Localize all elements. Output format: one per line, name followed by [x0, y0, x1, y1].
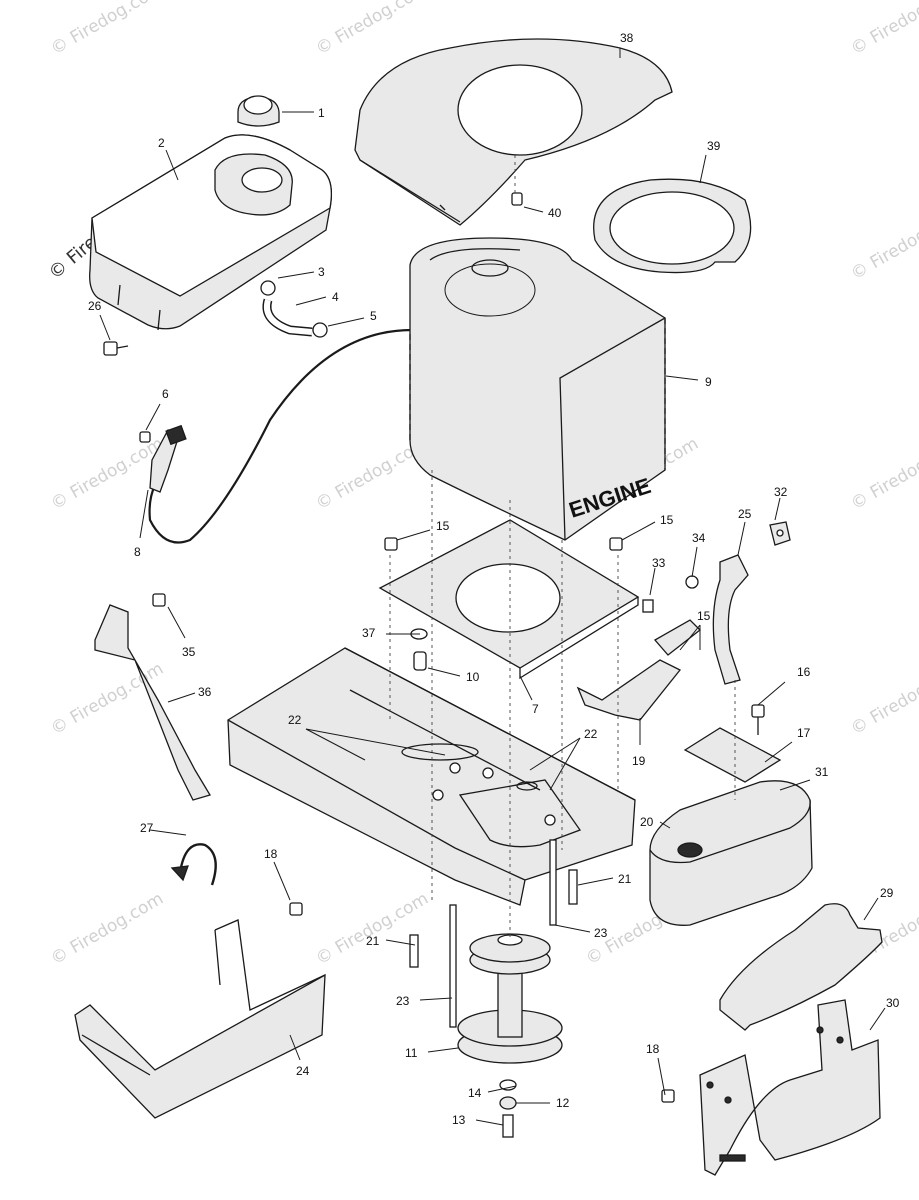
callout-21b: 21 [618, 872, 632, 886]
watermark: © Firedog.com [848, 204, 919, 285]
callout-23a: 23 [396, 994, 410, 1008]
bolt-18b [661, 1089, 675, 1103]
callout-18b: 18 [646, 1042, 660, 1056]
callout-10: 10 [466, 670, 480, 684]
callout-23b: 23 [594, 926, 608, 940]
watermark: © Firedog.com [48, 0, 167, 59]
engine-shroud [354, 38, 673, 226]
callout-4: 4 [332, 290, 339, 304]
exhaust-pipe [712, 554, 749, 685]
callout-33: 33 [652, 556, 666, 570]
callout-2: 2 [158, 136, 165, 150]
bolt-15-left [384, 537, 398, 551]
callout-8: 8 [134, 545, 141, 559]
washer-14 [499, 1079, 517, 1091]
engine [409, 237, 666, 541]
callout-12: 12 [556, 1096, 570, 1110]
callout-36: 36 [198, 685, 212, 699]
rod-23-right [549, 839, 557, 926]
chassis-frame [227, 647, 636, 906]
mount-plate [378, 519, 640, 680]
callout-15c: 15 [697, 609, 711, 623]
callout-19: 19 [632, 754, 646, 768]
callout-31: 31 [815, 765, 829, 779]
washer-34 [685, 575, 699, 589]
throttle-cable [148, 328, 413, 544]
throttle-control [139, 424, 187, 493]
callout-18a: 18 [264, 847, 278, 861]
fuel-tank [89, 134, 333, 331]
callout-27: 27 [140, 821, 154, 835]
callout-24: 24 [296, 1064, 310, 1078]
callout-32: 32 [774, 485, 788, 499]
screw-40 [511, 192, 523, 206]
callout-7: 7 [532, 702, 539, 716]
callout-38: 38 [620, 31, 634, 45]
callout-26: 26 [88, 299, 102, 313]
callout-13: 13 [452, 1113, 466, 1127]
callout-11: 11 [405, 1046, 418, 1060]
callout-37: 37 [362, 626, 376, 640]
battery-tray [74, 919, 326, 1119]
callout-14: 14 [468, 1086, 482, 1100]
callout-29: 29 [880, 886, 894, 900]
callout-34: 34 [692, 531, 706, 545]
bolt-13 [502, 1114, 514, 1138]
screw-26 [103, 341, 129, 356]
callout-16: 16 [797, 665, 811, 679]
muffler-guard [699, 999, 881, 1176]
heat-plate [683, 727, 782, 783]
muffler-bracket [576, 619, 701, 721]
callout-6: 6 [162, 387, 169, 401]
heat-shield [719, 903, 883, 1031]
callout-1: 1 [318, 106, 325, 120]
leader-lines [99, 48, 886, 1126]
callouts: 1 2 3 4 5 26 6 8 9 38 39 40 15 15 33 34 … [88, 31, 900, 1127]
callout-40: 40 [548, 206, 562, 220]
callout-21a: 21 [366, 934, 380, 948]
fuel-line [260, 280, 328, 338]
side-bracket [94, 604, 211, 801]
gasket-32 [769, 521, 791, 546]
callout-22b: 22 [584, 727, 598, 741]
watermark: © Firedog.com [848, 434, 919, 515]
alignment-lines [389, 155, 736, 940]
watermark: © Firedog.com [848, 0, 919, 59]
callout-9: 9 [705, 375, 712, 389]
watermark: © Firedog.com [48, 889, 167, 970]
watermark: © Firedog.com [848, 659, 919, 740]
callout-20: 20 [640, 815, 654, 829]
gas-cap [237, 95, 280, 127]
muffler [649, 780, 813, 926]
callout-5: 5 [370, 309, 377, 323]
callout-15b: 15 [660, 513, 674, 527]
curved-arrow [170, 843, 217, 886]
callout-3: 3 [318, 265, 325, 279]
nut-33 [642, 599, 654, 613]
bolt-21-right [568, 869, 578, 905]
callout-22a: 22 [288, 713, 302, 727]
callout-15a: 15 [436, 519, 450, 533]
bolt-18a [289, 902, 303, 916]
watermark: © Firedog.com [48, 659, 167, 740]
pulley [457, 933, 563, 1064]
spacer-10 [413, 651, 427, 671]
shroud-ring [593, 178, 752, 274]
callout-30: 30 [886, 996, 900, 1010]
bolt-21-left [409, 934, 419, 968]
bolt-15-right [609, 537, 623, 551]
bolt-16 [751, 704, 765, 735]
bolt-35 [152, 593, 166, 607]
watermark: © Firedog.com [313, 0, 432, 59]
rod-23-left [449, 904, 457, 1028]
nut-12 [499, 1096, 517, 1110]
callout-17: 17 [797, 726, 811, 740]
callout-25: 25 [738, 507, 752, 521]
callout-39: 39 [707, 139, 721, 153]
callout-35: 35 [182, 645, 196, 659]
